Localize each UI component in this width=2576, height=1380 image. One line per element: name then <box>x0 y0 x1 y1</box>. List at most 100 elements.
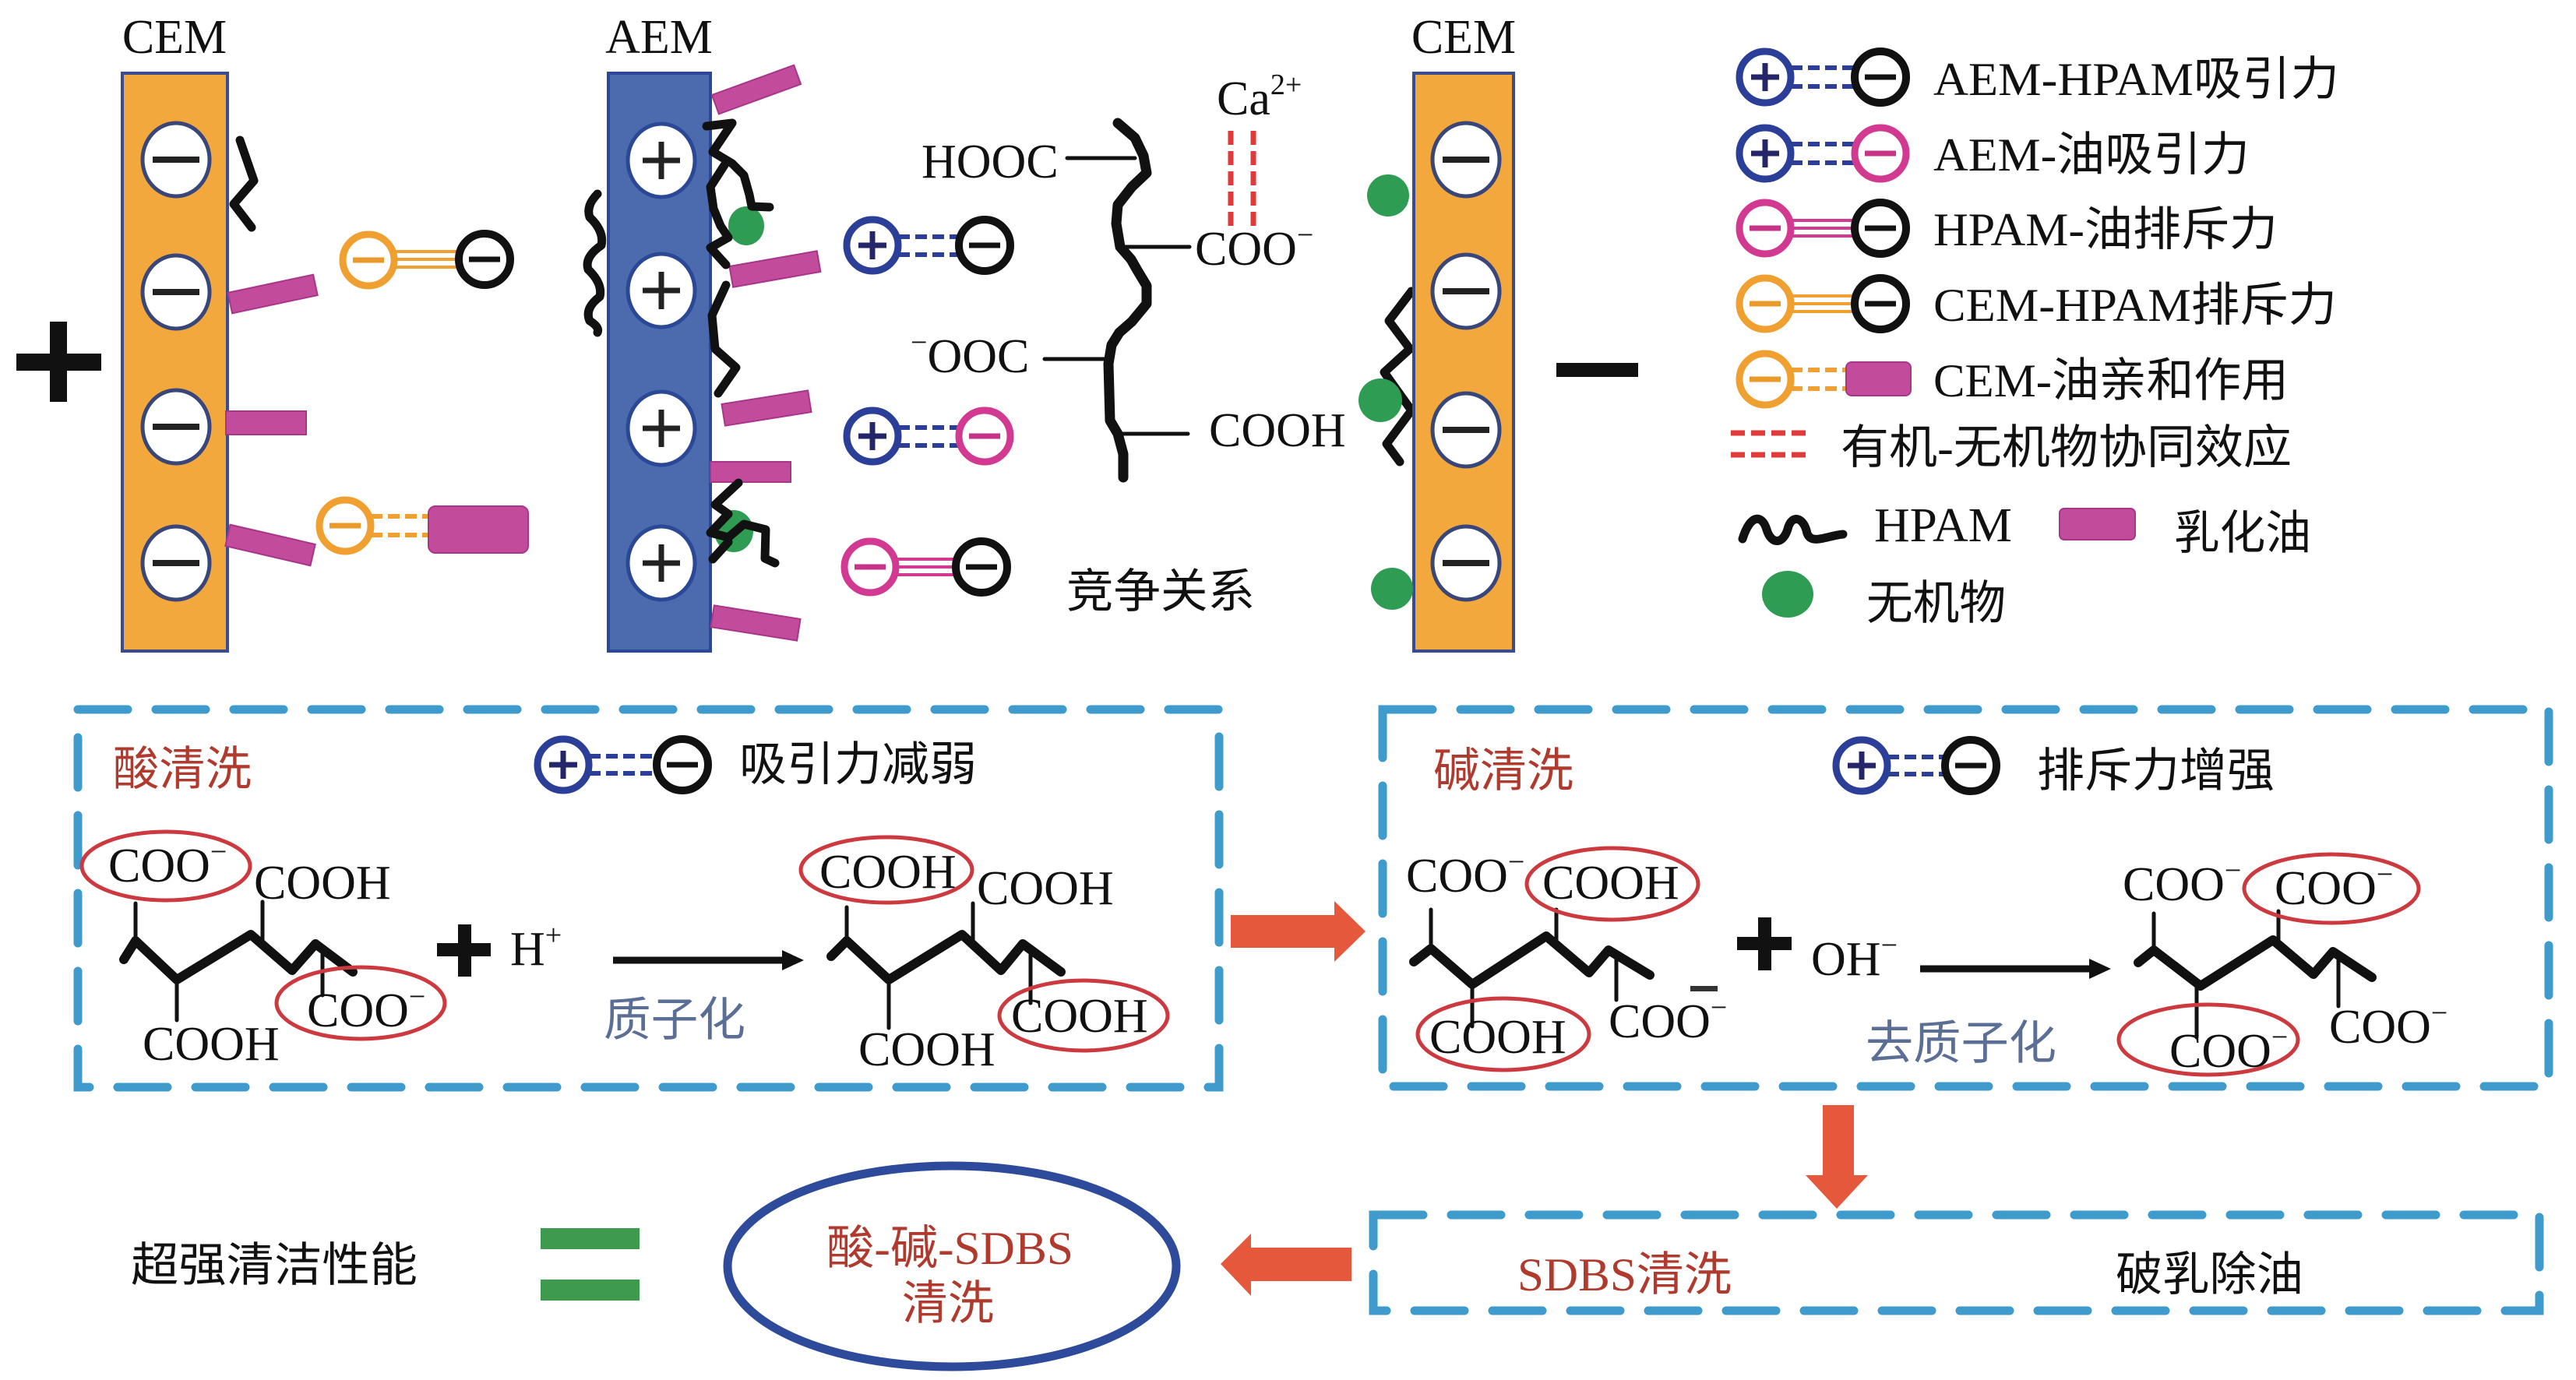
legend-label: AEM-油吸引力 <box>1933 129 2250 181</box>
oil-negative-charge-icon <box>1739 202 1791 254</box>
flow-arrow-down-icon <box>1806 1105 1868 1209</box>
plus-bar-vertical <box>458 924 471 977</box>
cem-membrane-left: CEM <box>121 11 229 653</box>
emulsified-oil-icon <box>1845 361 1912 396</box>
hpam-chain-icon <box>1380 287 1416 466</box>
positive-site-icon <box>628 124 695 197</box>
carboxylate-group-label: −OOC <box>911 326 1029 383</box>
hpam-chain-segment <box>708 537 733 564</box>
hpam-chain-segment <box>702 118 774 212</box>
highlight-ellipse <box>274 965 447 1041</box>
legend-label: 无机物 <box>1866 578 2006 629</box>
highlight-ellipse <box>2116 1002 2300 1077</box>
competition-label: 竞争关系 <box>1066 566 1255 618</box>
legend-label: HPAM-油排斥力 <box>1933 204 2278 255</box>
inorganic-particle-icon <box>1367 174 1409 217</box>
inorganic-particle-icon <box>1762 571 1813 618</box>
highlight-ellipse <box>798 835 974 905</box>
carboxylate-group-label: COO− <box>1195 219 1313 276</box>
combined-cleaning-ellipse <box>723 1161 1181 1371</box>
oil-negative-charge-icon <box>1855 128 1906 179</box>
functional-group-label: COO− <box>307 980 425 1037</box>
weakened-attraction-icon <box>537 739 708 790</box>
legend-label: 乳化油 <box>2174 508 2311 559</box>
hpam-backbone <box>1103 118 1152 483</box>
cem-negative-charge-icon <box>1739 354 1791 405</box>
functional-group-label: COOH <box>977 862 1114 915</box>
positive-site-icon <box>628 254 695 327</box>
hpam-oil-repulsion-icon <box>844 541 1007 593</box>
flow-arrow-right-icon <box>1231 901 1366 962</box>
base-product-molecule: COO− COO− COO− COO− <box>2116 852 2447 1078</box>
inorganic-particle-icon <box>728 206 764 245</box>
membrane-label: CEM <box>1411 11 1516 64</box>
emulsified-oil-icon <box>224 523 316 567</box>
emulsified-oil-icon <box>721 389 812 427</box>
aem-oil-attraction-icon <box>847 410 1010 462</box>
plus-sign-icon <box>437 924 491 977</box>
emulsified-oil-icon <box>2059 508 2136 540</box>
functional-group-label: COOH <box>143 1018 280 1071</box>
hpam-chain-segment <box>707 280 741 398</box>
sdbs-wash-title: SDBS清洗 <box>1517 1249 1732 1301</box>
functional-group-label: COO− <box>108 836 227 892</box>
acid-reactant-molecule: COO− COOH COOH COO− <box>79 829 447 1071</box>
arrow-head <box>1806 1175 1868 1209</box>
negative-site-icon <box>1432 255 1499 328</box>
legend-item: AEM-油吸引力 <box>1739 128 2250 181</box>
hpam-chain-icon <box>229 136 259 232</box>
legend: AEM-HPAM吸引力 AEM-油吸引力 HPAM-油排斥力 CEM-HPAM排… <box>1731 51 2339 629</box>
positive-site-icon <box>628 526 695 600</box>
legend-item: AEM-HPAM吸引力 <box>1739 51 2339 105</box>
cem-negative-charge-icon <box>319 500 371 551</box>
positive-electrode-icon <box>16 322 101 402</box>
functional-group-label: COOH <box>1542 857 1679 910</box>
functional-group-label: COO− <box>1609 991 1727 1048</box>
process-label: 去质子化 <box>1866 1018 2056 1069</box>
inorganic-particle-icon <box>1358 378 1402 422</box>
arrow-head <box>2089 959 2111 979</box>
combined-cleaning-label-line1: 酸-碱-SDBS <box>826 1223 1073 1274</box>
negative-site-icon <box>1432 526 1499 600</box>
membrane-label: AEM <box>605 11 713 64</box>
legend-item: CEM-HPAM排斥力 <box>1739 278 2337 331</box>
positive-charge-icon <box>1739 128 1791 179</box>
polymer-chain <box>826 930 1066 984</box>
functional-group-label: COOH <box>1011 990 1148 1043</box>
cem-membrane-right: CEM <box>1411 11 1516 653</box>
sdbs-effect-label: 破乳除油 <box>2116 1249 2303 1301</box>
aem-membrane: AEM <box>605 11 713 653</box>
combined-cleaning-label-line2: 清洗 <box>902 1278 994 1329</box>
negative-site-icon <box>143 255 210 329</box>
equals-icon <box>541 1228 640 1301</box>
acid-wash-box <box>73 705 1224 1092</box>
reagent-label: OH− <box>1811 929 1898 986</box>
negative-site-icon <box>143 390 210 463</box>
negative-site-icon <box>1432 393 1499 466</box>
oil-negative-charge-icon <box>844 541 896 593</box>
negative-site-icon <box>1432 123 1499 196</box>
emulsified-oil-icon <box>428 505 529 554</box>
highlight-ellipse <box>997 978 1170 1053</box>
functional-group-label: COO− <box>2169 1021 2288 1078</box>
enhanced-repulsion-icon <box>1836 740 1996 791</box>
highlight-ellipse <box>1524 846 1700 922</box>
equals-bar-top <box>541 1228 640 1249</box>
membrane-label: CEM <box>122 11 227 64</box>
hpam-negative-charge-icon <box>1855 202 1906 254</box>
carboxyl-group-label: COOH <box>1209 404 1346 457</box>
hpam-chain-segment <box>706 160 733 269</box>
functional-group-label: COO− <box>2329 997 2447 1054</box>
highlight-ellipse <box>79 829 252 903</box>
negative-charge-icon <box>657 739 708 790</box>
legend-item: 乳化油 <box>2059 508 2311 559</box>
acid-wash-panel: 酸清洗 吸引力减弱 COO− COOH COOH COO− H+ <box>73 705 1224 1092</box>
emulsified-oil-icon <box>227 273 319 315</box>
legend-label: HPAM <box>1874 499 2012 552</box>
acid-product-molecule: COOH COOH COOH COOH <box>798 835 1170 1076</box>
calcium-ion-label: Ca2+ <box>1217 69 1302 125</box>
functional-group-label: COO− <box>1406 846 1524 903</box>
reaction-arrow-icon <box>1920 959 2111 979</box>
legend-item: 有机-无机物协同效应 <box>1731 422 2292 473</box>
emulsified-oil-icon <box>728 250 822 288</box>
